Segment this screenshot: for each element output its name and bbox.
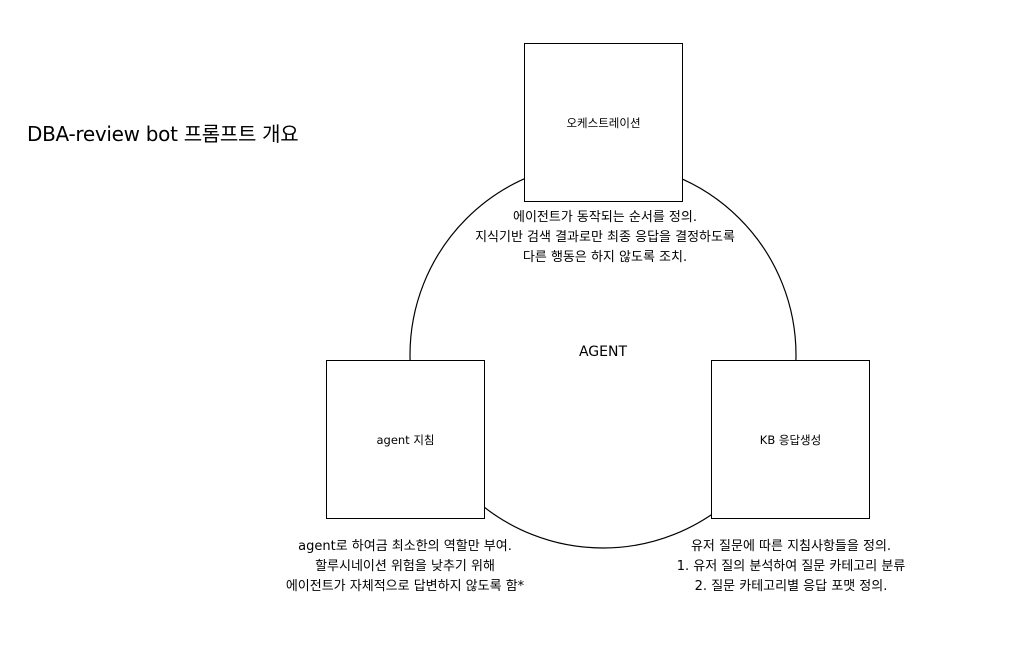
agent-center-label: AGENT	[578, 344, 628, 360]
agent-guide-label: agent 지침	[376, 432, 435, 447]
agent-guide-description-line-1: agent로 하여금 최소한의 역할만 부여.	[298, 539, 512, 554]
orchestration-description: 에이전트가 동작되는 순서를 정의. 지식기반 검색 결과로만 최종 응답을 결…	[440, 208, 770, 268]
kb-response-description-line-3: 2. 질문 카테고리별 응답 포맷 정의.	[694, 579, 888, 594]
agent-guide-description-line-3: 에이전트가 자체적으로 답변하지 않도록 함*	[285, 579, 525, 594]
orchestration-node[interactable]: 오케스트레이션	[524, 43, 683, 202]
orchestration-label: 오케스트레이션	[566, 115, 641, 130]
agent-guide-node[interactable]: agent 지침	[326, 360, 485, 519]
orchestration-description-line-3: 다른 행동은 하지 않도록 조치.	[522, 250, 688, 265]
kb-response-label: KB 응답생성	[759, 432, 822, 447]
page-title: DBA-review bot 프롬프트 개요	[27, 122, 299, 146]
orchestration-description-line-1: 에이전트가 동작되는 순서를 정의.	[513, 210, 697, 225]
kb-response-description: 유저 질문에 따른 지침사항들을 정의. 1. 유저 질의 분석하여 질문 카테…	[626, 537, 956, 597]
kb-response-description-line-1: 유저 질문에 따른 지침사항들을 정의.	[690, 539, 892, 554]
agent-guide-description: agent로 하여금 최소한의 역할만 부여. 할루시네이션 위험을 낮추기 위…	[240, 537, 570, 597]
kb-response-description-line-2: 1. 유저 질의 분석하여 질문 카테고리 분류	[676, 559, 906, 574]
agent-guide-description-line-2: 할루시네이션 위험을 낮추기 위해	[315, 559, 495, 574]
orchestration-description-line-2: 지식기반 검색 결과로만 최종 응답을 결정하도록	[475, 230, 735, 245]
kb-response-node[interactable]: KB 응답생성	[711, 360, 870, 519]
